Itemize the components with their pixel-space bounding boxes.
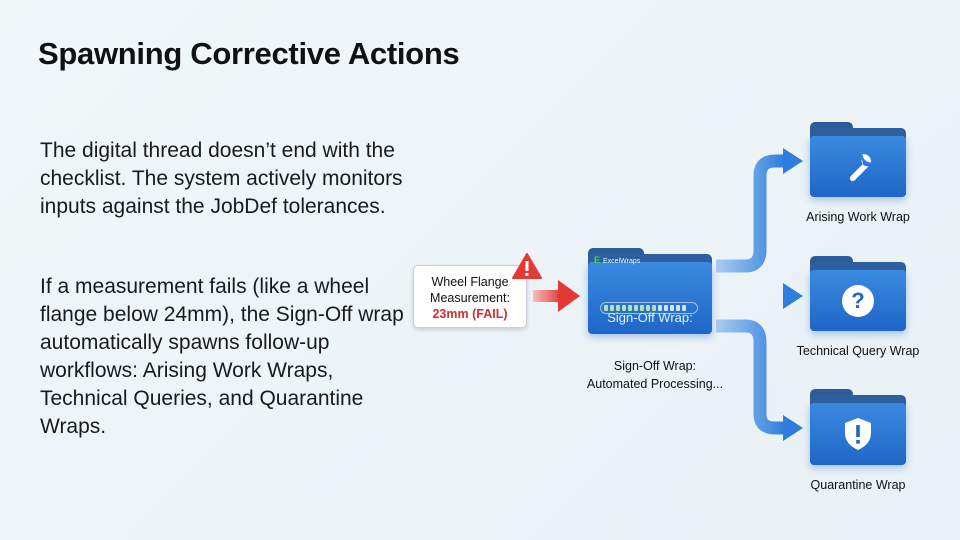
arrow-to-quarantine <box>716 319 785 435</box>
folder-text: Sign-Off Wrap: <box>607 310 693 325</box>
shield-icon <box>845 418 871 450</box>
progress-segment <box>670 305 674 311</box>
wrench-icon <box>849 153 871 181</box>
fail-arrow <box>533 280 580 312</box>
progress-segment <box>664 305 668 311</box>
warning-icon <box>512 253 542 279</box>
progress-segment <box>646 305 650 311</box>
progress-segment <box>658 305 662 311</box>
progress-segment <box>640 305 644 311</box>
slide-title: Spawning Corrective Actions <box>38 36 460 71</box>
technical-query-folder[interactable]: ? <box>810 256 906 331</box>
progress-segment <box>634 305 638 311</box>
progress-segment <box>610 305 614 311</box>
question-icon: ? <box>842 284 874 317</box>
measurement-label: Wheel Flange <box>431 275 509 289</box>
arrow-to-arising <box>716 154 785 273</box>
progress-segment <box>604 305 608 311</box>
progress-segment <box>682 305 686 311</box>
progress-segment <box>676 305 680 311</box>
arising-work-folder[interactable] <box>810 122 906 197</box>
measurement-card: Wheel Flange Measurement: 23mm (FAIL) <box>413 265 527 328</box>
progress-segment <box>622 305 626 311</box>
progress-segment <box>652 305 656 311</box>
quarantine-folder[interactable] <box>810 389 906 465</box>
quarantine-label: Quarantine Wrap <box>810 478 906 492</box>
progress-segment <box>628 305 632 311</box>
progress-segment <box>616 305 620 311</box>
measurement-value: 23mm (FAIL) <box>432 307 508 321</box>
arising-work-label: Arising Work Wrap <box>806 210 910 224</box>
measurement-label-2: Measurement: <box>430 291 510 305</box>
signoff-caption: Sign-Off Wrap:Automated Processing... <box>586 359 724 391</box>
paragraph-intro: The digital thread doesn’t end with the … <box>40 139 403 218</box>
paragraph-detail: If a measurement fails (like a wheel fla… <box>40 275 404 438</box>
progress-bar <box>600 302 698 314</box>
technical-query-label: Technical Query Wrap <box>796 344 920 358</box>
